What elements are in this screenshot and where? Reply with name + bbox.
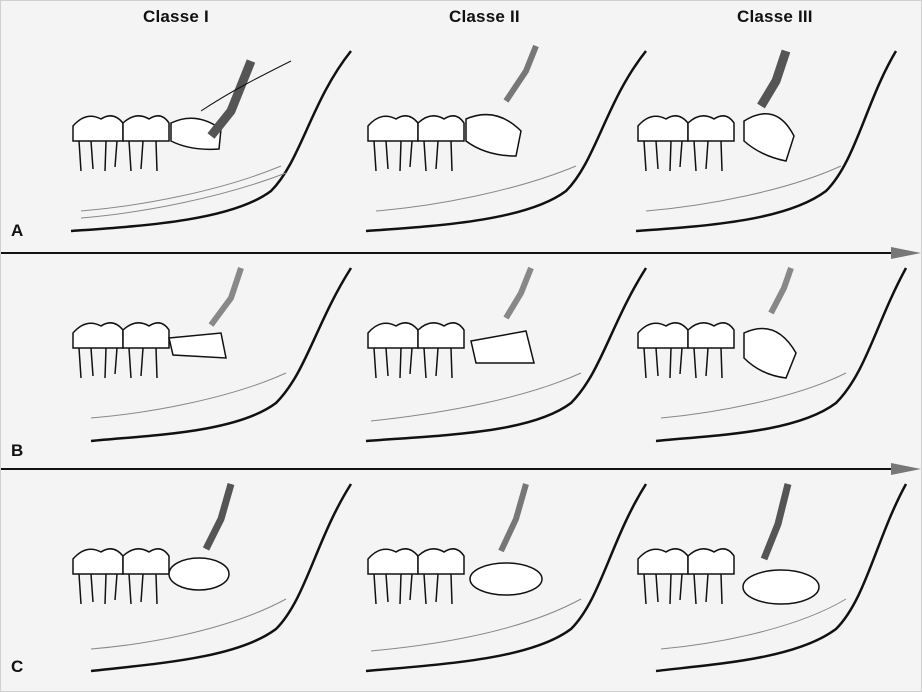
row-divider-arrow-1 bbox=[1, 245, 922, 261]
panel-a-class-2 bbox=[356, 41, 656, 241]
panel-b-class-2 bbox=[356, 263, 656, 458]
row-label-a: A bbox=[11, 221, 23, 241]
column-header-class-3: Classe III bbox=[737, 7, 813, 27]
panel-c-class-1 bbox=[61, 479, 361, 684]
panel-a-class-1 bbox=[61, 41, 361, 241]
panel-b-class-1 bbox=[61, 263, 361, 458]
panel-a-class-3 bbox=[626, 41, 921, 241]
row-divider-arrow-2 bbox=[1, 461, 922, 477]
panel-b-class-3 bbox=[626, 263, 921, 458]
panel-c-class-3 bbox=[626, 479, 921, 684]
column-header-class-2: Classe II bbox=[449, 7, 520, 27]
column-header-class-1: Classe I bbox=[143, 7, 209, 27]
row-label-b: B bbox=[11, 441, 23, 461]
panel-c-class-2 bbox=[356, 479, 656, 684]
row-label-c: C bbox=[11, 657, 23, 677]
